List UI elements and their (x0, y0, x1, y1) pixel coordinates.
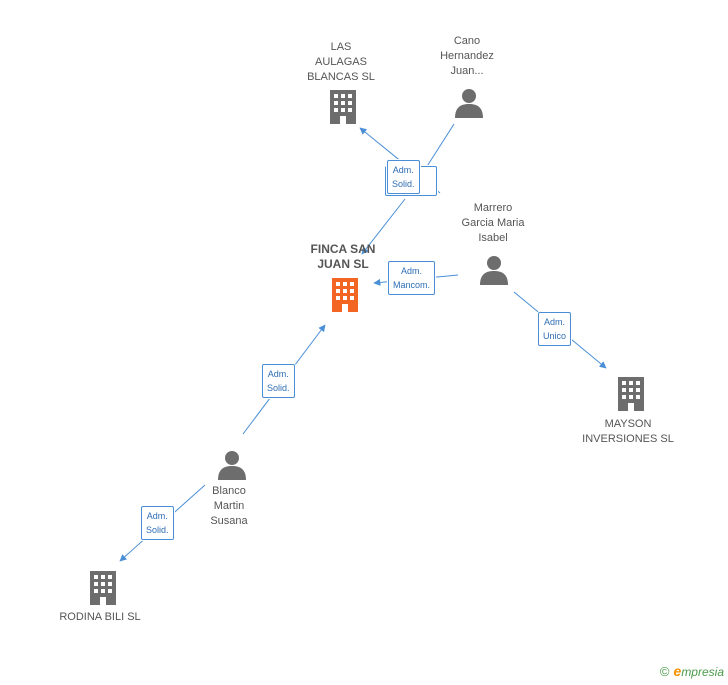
building-icon[interactable] (328, 90, 358, 129)
edge-badge-marrero-mayson[interactable]: Adm. Unico (538, 312, 572, 346)
brand-rest: mpresia (681, 665, 724, 679)
person-icon[interactable] (455, 88, 483, 123)
node-label-rodina: RODINA BILI SL (59, 611, 141, 623)
node-label-blanco: Blanco Martin Susana (210, 485, 248, 527)
edge-cano-finca-line-b (361, 198, 406, 255)
copyright-icon: © (659, 663, 670, 679)
edge-badge-marrero-finca[interactable]: Adm. Mancom. (388, 261, 436, 295)
edge-badge-cano-finca[interactable]: Adm. Solid. (387, 160, 420, 194)
building-icon-main[interactable] (330, 278, 360, 317)
node-label-las-aulagas: LAS AULAGAS BLANCAS SL (307, 41, 375, 83)
person-icon[interactable] (480, 255, 508, 290)
edge-badge-blanco-finca[interactable]: Adm. Solid. (262, 364, 295, 398)
person-icon[interactable] (218, 450, 246, 485)
edge-badge-blanco-rodina[interactable]: Adm. Solid. (141, 506, 174, 540)
node-label-cano: Cano Hernandez Juan... (440, 35, 494, 77)
node-label-mayson: MAYSON INVERSIONES SL (582, 418, 674, 445)
node-label-finca-main: FINCA SAN JUAN SL (310, 242, 376, 271)
node-label-marrero: Marrero Garcia Maria Isabel (461, 202, 525, 244)
brand-logo: empresia (674, 663, 724, 679)
brand-initial: e (673, 663, 682, 679)
building-icon[interactable] (88, 571, 118, 610)
building-icon[interactable] (616, 377, 646, 416)
brand-footer[interactable]: © empresia (660, 663, 724, 679)
